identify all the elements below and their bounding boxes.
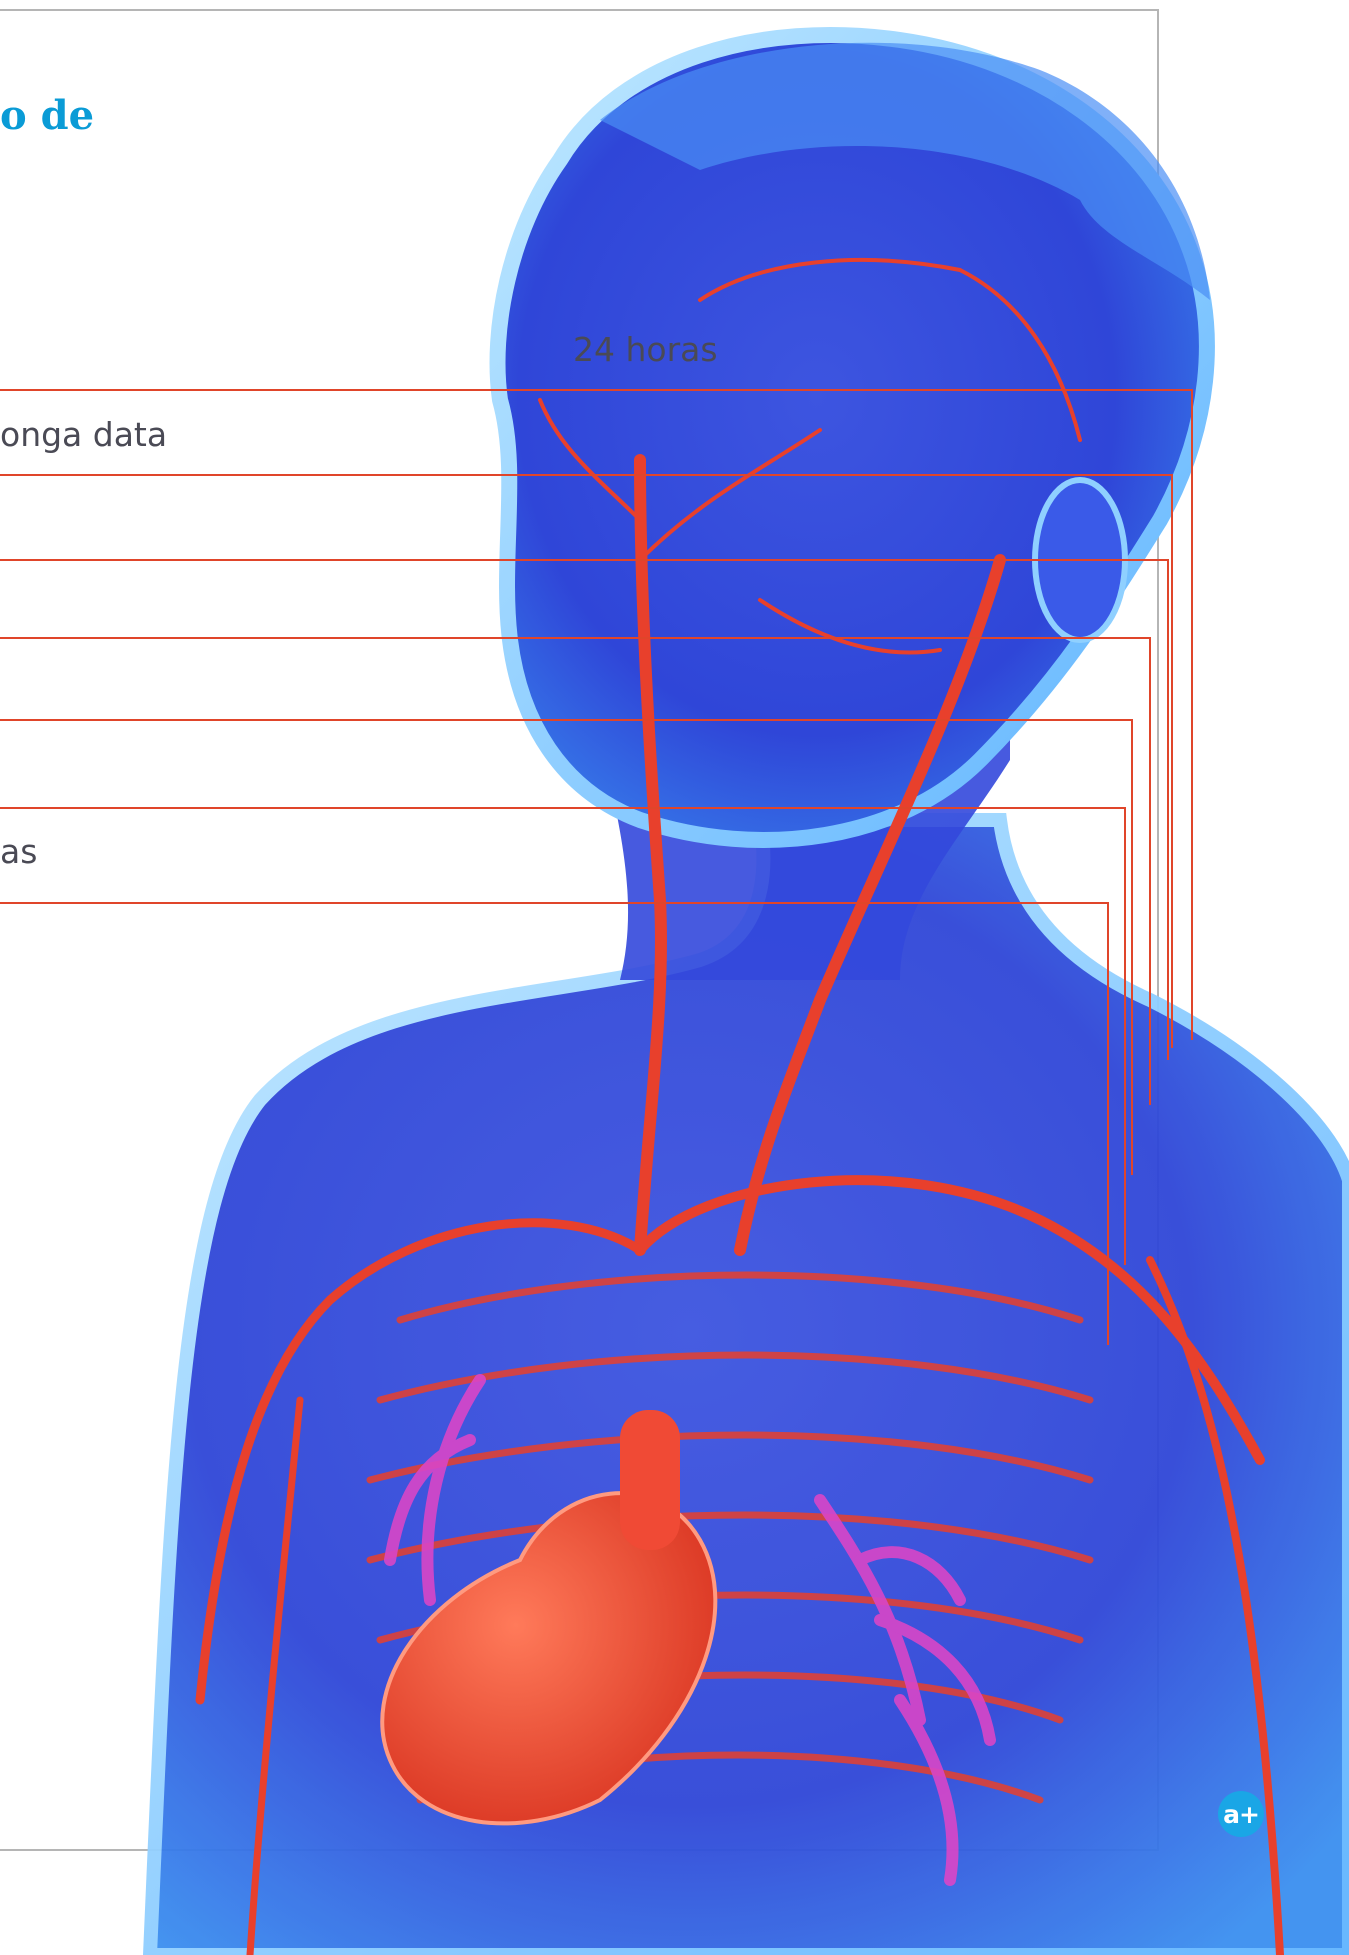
label-as: as (0, 832, 37, 871)
human-torso (150, 820, 1349, 1955)
label-longa-data: onga data (0, 415, 167, 454)
aortic-arch (620, 1410, 680, 1550)
label-24-horas: 24 horas (573, 330, 718, 369)
page-title: o de (0, 92, 94, 139)
a-plus-logo-icon: a+ (1218, 1791, 1264, 1837)
